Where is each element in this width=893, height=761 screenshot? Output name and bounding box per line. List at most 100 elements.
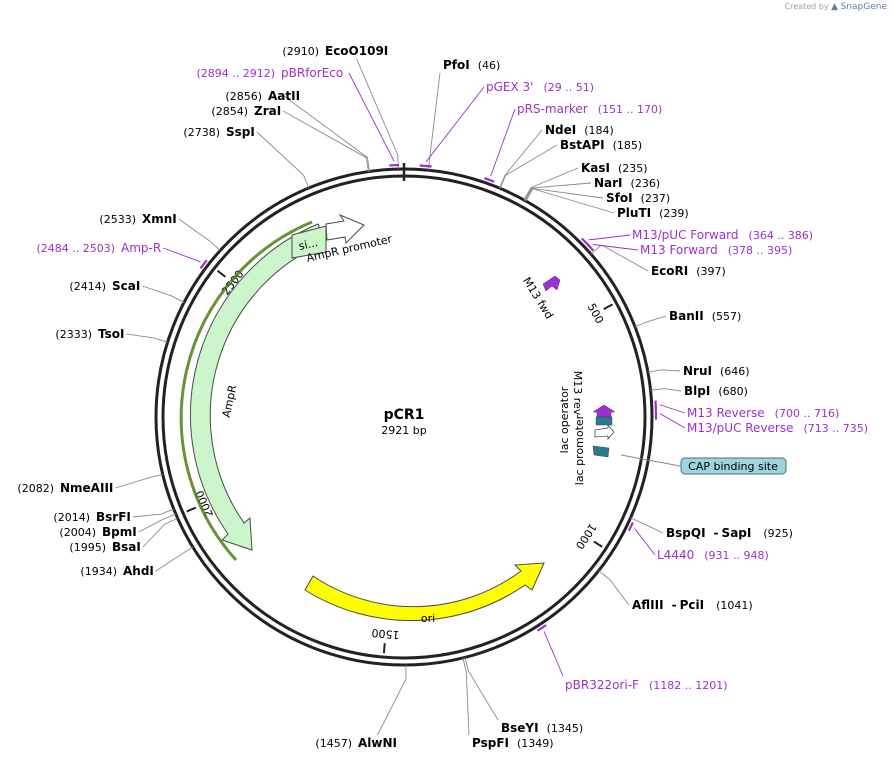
enzyme-name-2: PciI xyxy=(680,598,705,612)
enzyme-scai[interactable]: ScaI(2414) xyxy=(69,279,140,293)
enzyme-position: (2854) xyxy=(211,105,248,118)
primer-position: (2484 .. 2503) xyxy=(36,242,115,255)
enzyme-pspfi[interactable]: PspFI(1349) xyxy=(472,736,554,750)
enzyme-name: AhdI xyxy=(123,564,154,578)
enzyme-position: (46) xyxy=(478,59,501,72)
enzyme-leader xyxy=(462,657,470,736)
enzyme-kasi[interactable]: KasI(235) xyxy=(581,161,648,175)
enzyme-aatii[interactable]: AatII (2856) xyxy=(225,89,300,103)
feature-m13-fwd[interactable]: M13 fwd xyxy=(520,275,561,321)
enzyme-bseyi[interactable]: BseYI(1345) xyxy=(501,721,583,735)
enzyme-name: SfoI xyxy=(606,191,633,205)
enzyme-xmni[interactable]: XmnI(2533) xyxy=(99,212,176,226)
enzyme-leader xyxy=(524,182,592,201)
enzyme-nmeaiii[interactable]: NmeAIII (2082) xyxy=(17,481,113,495)
enzyme-position: (2856) xyxy=(225,90,262,103)
feature-ampr[interactable]: AmpR xyxy=(179,220,327,562)
primer-pgex3[interactable]: pGEX 3'(29 .. 51) xyxy=(419,80,594,168)
enzyme-blpi[interactable]: BlpI(680) xyxy=(684,384,748,398)
primer-name: L4440 xyxy=(657,548,694,562)
feature-lac-promoter[interactable]: lac promoter xyxy=(573,414,615,485)
enzyme-name: NruI xyxy=(683,364,712,378)
signal-label: si... xyxy=(297,236,319,253)
enzyme-ndei[interactable]: NdeI(184) xyxy=(545,123,614,137)
enzyme-name: AatII xyxy=(268,89,300,103)
enzyme-name: BstAPI xyxy=(560,138,605,152)
primer-prs-marker[interactable]: pRS-marker(151 .. 170) xyxy=(484,102,662,183)
enzyme-position: (2082) xyxy=(17,482,54,495)
enzyme-alwni[interactable]: AlwNI(1457) xyxy=(315,736,397,750)
enzyme-position: (2014) xyxy=(53,511,90,524)
enzyme-bspqi[interactable]: BspQI-SapI(925) xyxy=(666,526,793,540)
enzyme-name: NarI xyxy=(594,176,623,190)
primer-name: pBR322ori-F xyxy=(565,678,639,692)
primer-position: (713 .. 735) xyxy=(804,422,869,435)
enzyme-leader xyxy=(650,388,682,392)
primer-m13-rev[interactable]: M13 Reverse(700 .. 716) xyxy=(654,400,839,420)
enzyme-ecoo109i[interactable]: EcoO109I(2910) xyxy=(282,44,388,58)
enzyme-leader xyxy=(282,110,369,172)
enzyme-banii[interactable]: BanII(557) xyxy=(669,309,741,323)
enzyme-leader xyxy=(138,513,176,533)
enzyme-nari[interactable]: NarI (236) xyxy=(594,176,660,190)
tick-mark xyxy=(382,643,386,654)
enzyme-ahdi[interactable]: AhdI(1934) xyxy=(80,564,153,578)
enzyme-pluti[interactable]: PluTI(239) xyxy=(617,206,689,220)
primer-m13puc-rev[interactable]: M13/pUC Reverse(713 .. 735) xyxy=(654,407,869,435)
tick-mark xyxy=(186,506,197,513)
primer-leader xyxy=(163,247,201,263)
feature-lac-operator[interactable]: lac operator xyxy=(558,386,613,453)
primer-pbrforeco[interactable]: pBRforEco(2894 .. 2912) xyxy=(196,66,400,167)
enzyme-position: (925) xyxy=(763,527,793,540)
feature-m13-rev[interactable]: M13 rev xyxy=(571,371,616,418)
enzyme-position: (236) xyxy=(631,177,661,190)
enzyme-leader xyxy=(499,144,558,189)
enzyme-leader xyxy=(256,131,310,189)
enzyme-ecori[interactable]: EcoRI(397) xyxy=(651,264,726,278)
primer-pbr322ori-f[interactable]: pBR322ori-F(1182 .. 1201) xyxy=(536,624,728,692)
primer-name: Amp-R xyxy=(121,241,161,255)
primer-leader xyxy=(543,631,564,677)
primer-arc xyxy=(586,243,595,252)
enzyme-leader xyxy=(178,218,221,251)
enzyme-name: SspI xyxy=(226,125,255,139)
enzyme-afliii[interactable]: AflIII-PciI(1041) xyxy=(632,598,753,612)
enzyme-bpmi[interactable]: BpmI(2004) xyxy=(59,525,136,539)
enzyme-bsai[interactable]: BsaI(1995) xyxy=(69,540,140,554)
enzyme-position: (185) xyxy=(613,139,643,152)
enzyme-position: (235) xyxy=(618,162,648,175)
enzyme-leader xyxy=(590,244,649,272)
primer-amp-r[interactable]: Amp-R (2484 .. 2503) xyxy=(36,241,208,270)
enzyme-leader xyxy=(634,315,667,328)
enzyme-tsoi[interactable]: TsoI(2333) xyxy=(55,327,124,341)
primer-l4440[interactable]: L4440(931 .. 948) xyxy=(627,522,769,562)
enzyme-nrui[interactable]: NruI(646) xyxy=(683,364,750,378)
enzyme-position: (184) xyxy=(584,124,614,137)
enzyme-name: NmeAIII xyxy=(60,481,113,495)
enzyme-name: EcoO109I xyxy=(325,44,388,58)
primer-name: M13 Reverse xyxy=(687,406,765,420)
enzyme-leader xyxy=(377,664,407,736)
tick-label: 1500 xyxy=(371,626,400,641)
enzyme-bstapi[interactable]: BstAPI (185) xyxy=(560,138,642,152)
enzyme-sspi[interactable]: SspI(2738) xyxy=(183,125,254,139)
primer-m13-fwd[interactable]: M13 Forward(378 .. 395) xyxy=(586,243,792,257)
feature-signal[interactable]: si... xyxy=(291,225,327,259)
primer-arc xyxy=(484,177,495,183)
enzyme-name: BseYI xyxy=(501,721,539,735)
enzyme-name: PspFI xyxy=(472,736,509,750)
feature-cap-site[interactable]: CAP binding site xyxy=(592,445,787,475)
enzyme-leader xyxy=(356,58,399,170)
enzyme-bsrfi[interactable]: BsrFI(2014) xyxy=(53,510,130,524)
site-labels: EcoO109I(2910) PfoI(46) AatII (2856)ZraI(28… xyxy=(17,44,868,750)
enzyme-leader xyxy=(525,188,615,214)
primer-m13puc-fwd[interactable]: M13/pUC Forward(364 .. 386) xyxy=(580,228,814,248)
enzyme-name: BlpI xyxy=(684,384,710,398)
primer-name: pBRforEco xyxy=(281,66,343,80)
enzyme-zrai[interactable]: ZraI(2854) xyxy=(211,104,281,118)
enzyme-sfoi[interactable]: SfoI(237) xyxy=(606,191,670,205)
feature-ori[interactable]: ori xyxy=(304,562,545,625)
enzyme-pfoi[interactable]: PfoI(46) xyxy=(443,58,500,72)
primer-position: (364 .. 386) xyxy=(749,229,814,242)
